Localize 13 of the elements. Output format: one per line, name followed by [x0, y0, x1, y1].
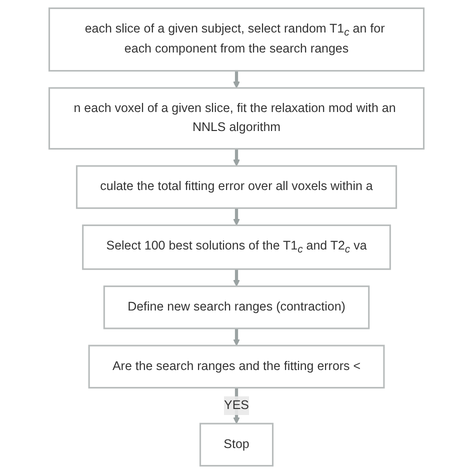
node-box: n each voxel of a given slice, fit the relaxation mod with an NNLS algorithm [48, 87, 426, 150]
node-box: each slice of a given subject, select random T1$_{c}$ an for each component from the search ranges [48, 7, 426, 72]
arrow [234, 148, 240, 166]
node-box: Stop [200, 422, 274, 467]
arrow [234, 70, 240, 88]
node-box: culate the total fitting error over all voxels within a [76, 165, 398, 209]
node-box: Define new search ranges (contraction) [104, 286, 370, 330]
edge-label: YES [224, 398, 250, 412]
node-box: Are the search ranges and the fitting errors < [88, 344, 386, 388]
arrow [234, 268, 240, 287]
arrow [234, 328, 240, 346]
arrow [234, 208, 240, 226]
node-box: Select 100 best solutions of the T1$_{c}$ and T2$_{c}$ va [82, 224, 392, 270]
